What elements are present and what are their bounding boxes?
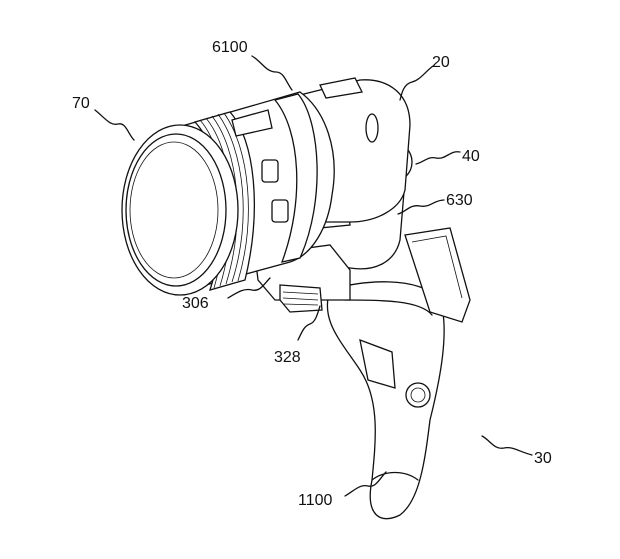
leader-lines [94,55,533,497]
label-630: 630 [446,192,473,209]
label-40: 40 [462,148,480,165]
label-70: 70 [72,95,90,112]
label-306: 306 [182,295,209,312]
front-lens [121,124,239,296]
label-328: 328 [274,349,301,366]
label-20: 20 [432,54,450,71]
label-30: 30 [534,450,552,467]
label-1100: 1100 [298,492,333,509]
label-6100: 6100 [212,39,248,56]
handle [326,281,445,520]
side-panel [404,227,471,323]
